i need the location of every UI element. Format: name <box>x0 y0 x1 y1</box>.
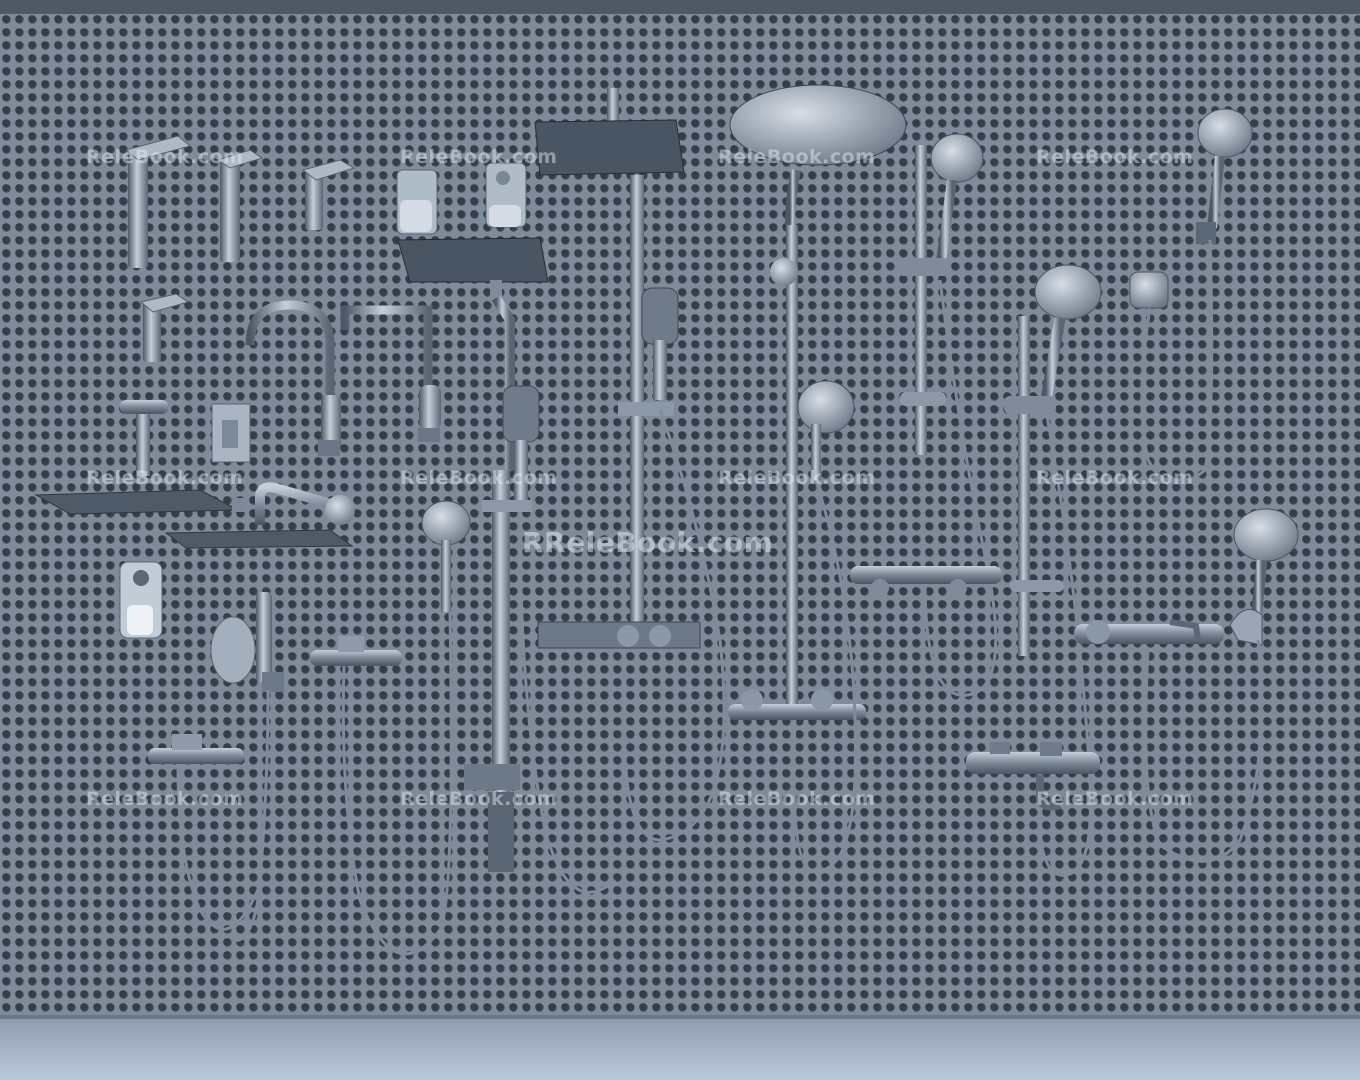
exposed-bath-mixer-2 <box>231 609 453 956</box>
basin-faucet-tall-2 <box>216 149 264 262</box>
concealed-valve-plates <box>396 162 527 235</box>
floor-edge <box>0 1015 1360 1019</box>
rain-panel-large <box>34 489 246 515</box>
shower-column-square-2 <box>534 88 726 842</box>
kitchen-faucet-square-spout <box>340 305 441 442</box>
floor-ledge <box>0 1017 1360 1080</box>
kitchen-faucet-round-spout <box>245 300 341 456</box>
hand-shower-bar-small <box>256 592 284 692</box>
exposed-bath-mixer-1 <box>148 734 264 931</box>
top-frame <box>0 0 1360 14</box>
slide-rail-shower-set-2 <box>1004 264 1102 877</box>
hand-shower-round-right <box>1144 508 1299 863</box>
slide-rail-shower-set-1 <box>898 133 998 697</box>
oval-valve-plate <box>210 616 256 684</box>
shower-column-square-1 <box>397 237 616 894</box>
hand-shower-round-1 <box>421 500 471 612</box>
basin-faucet-short <box>301 159 356 230</box>
square-wall-valve <box>211 403 251 463</box>
wall-mixer-round-plate <box>120 400 168 476</box>
concealed-mixer-lever <box>119 561 163 639</box>
basin-faucet-mid <box>139 293 190 362</box>
hand-shower-wall-holder <box>1129 108 1253 485</box>
thermostatic-bath-mixer-3 <box>966 742 1100 811</box>
rain-panel-with-arm <box>164 482 355 549</box>
thermostatic-bath-mixer-2 <box>1074 619 1224 644</box>
thermostatic-bar-mixer-1 <box>850 566 1002 597</box>
basin-faucet-tall-1 <box>124 135 192 268</box>
shower-column-round-head <box>728 84 907 873</box>
